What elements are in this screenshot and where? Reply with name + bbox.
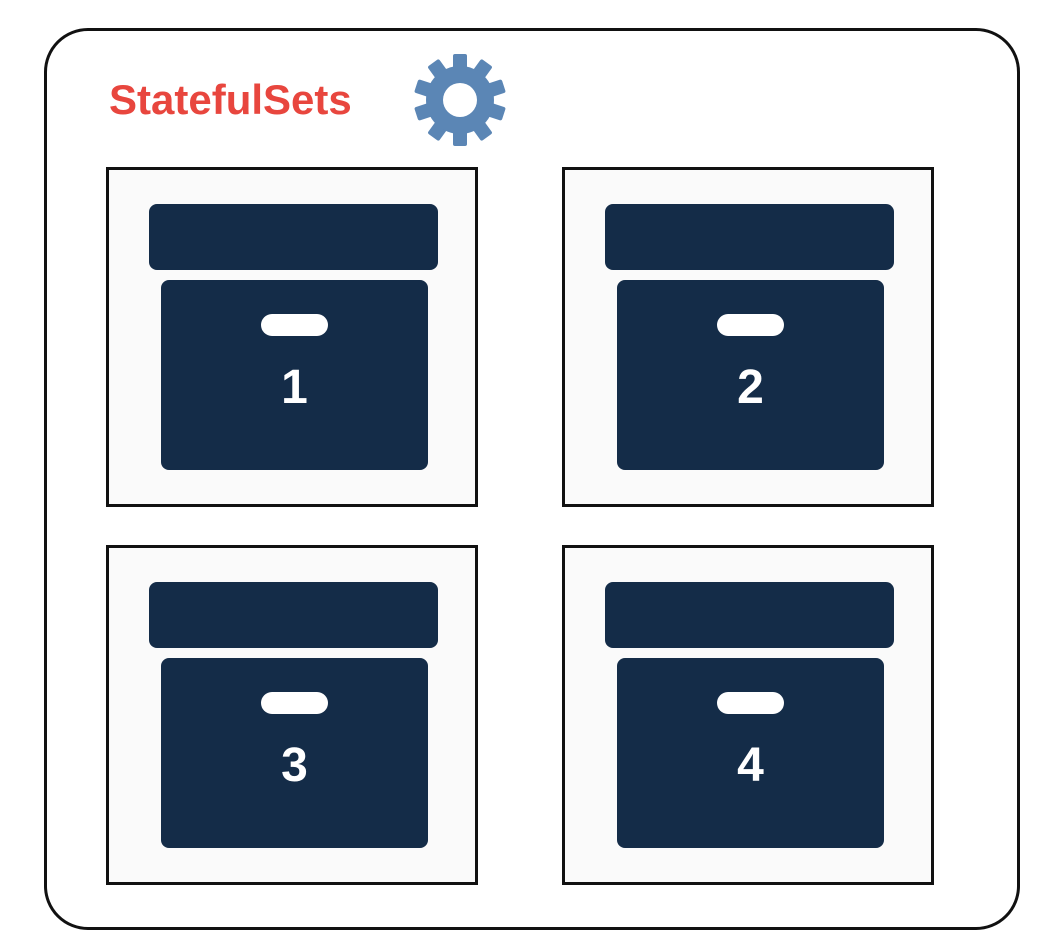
pod-box-2: 2 — [562, 167, 934, 507]
pod-number: 3 — [281, 739, 308, 792]
box-body: 2 — [617, 280, 884, 470]
box-lid — [605, 204, 894, 270]
box-body: 3 — [161, 658, 428, 848]
box-handle — [261, 692, 328, 714]
box-lid — [149, 204, 438, 270]
box-handle — [717, 314, 784, 336]
gear-icon — [414, 54, 506, 146]
box-handle — [717, 692, 784, 714]
pod-box-4: 4 — [562, 545, 934, 885]
box-lid — [149, 582, 438, 648]
pod-box-3: 3 — [106, 545, 478, 885]
pod-number: 1 — [281, 361, 308, 414]
pod-number: 4 — [737, 739, 764, 792]
pod-box-1: 1 — [106, 167, 478, 507]
pod-number: 2 — [737, 361, 764, 414]
box-handle — [261, 314, 328, 336]
box-body: 1 — [161, 280, 428, 470]
box-body: 4 — [617, 658, 884, 848]
box-lid — [605, 582, 894, 648]
diagram-title: StatefulSets — [109, 76, 352, 123]
